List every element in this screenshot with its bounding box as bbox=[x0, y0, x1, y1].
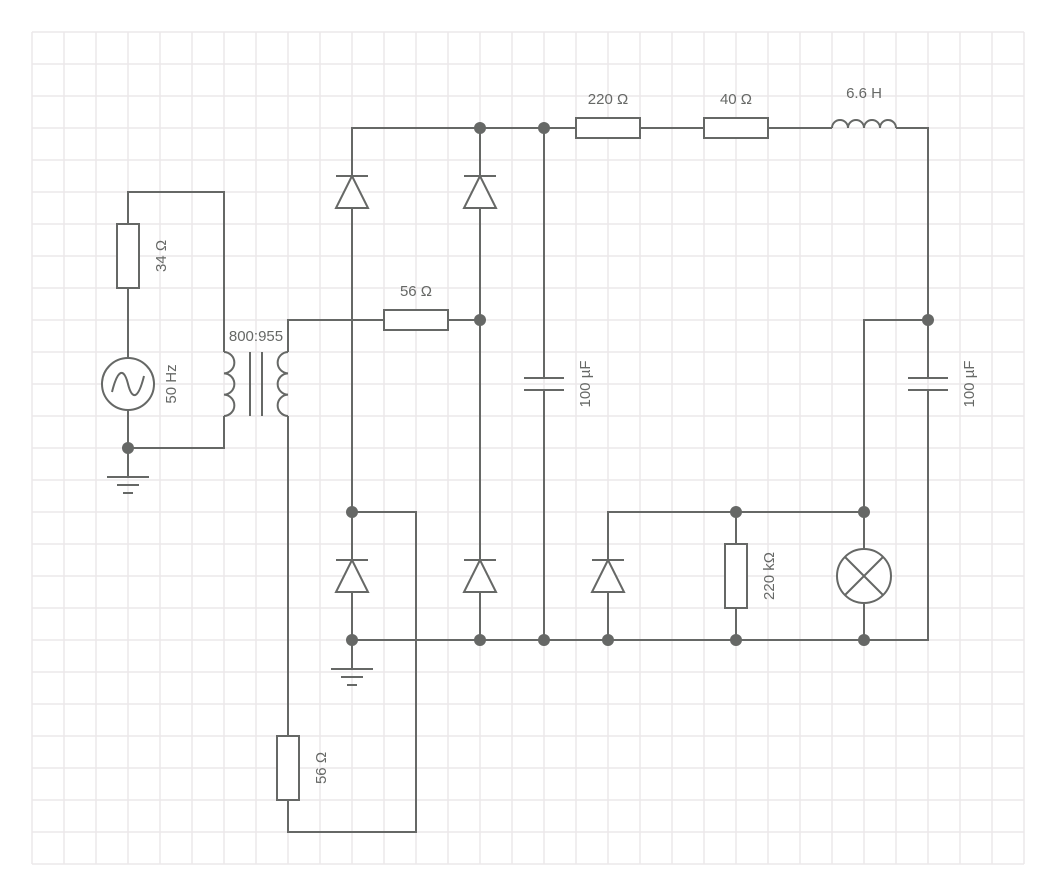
diode-load[interactable] bbox=[590, 557, 626, 593]
capacitor-left[interactable] bbox=[524, 377, 564, 391]
ground-icon bbox=[331, 668, 373, 686]
label-56-ohm-mid: 56 Ω bbox=[400, 283, 432, 300]
resistor-56-ohm-mid[interactable] bbox=[383, 309, 449, 331]
diode-bottom-right[interactable] bbox=[462, 557, 498, 593]
junction-node bbox=[346, 634, 358, 646]
junction-nodes bbox=[122, 122, 934, 646]
junction-node bbox=[538, 122, 550, 134]
junction-node bbox=[538, 634, 550, 646]
ac-source[interactable] bbox=[101, 357, 155, 411]
label-source-frequency: 50 Hz bbox=[163, 364, 180, 403]
label-inductor: 6.6 H bbox=[846, 85, 882, 102]
resistor-34-ohm[interactable] bbox=[116, 223, 140, 289]
ground-icon bbox=[107, 476, 149, 494]
label-transformer-ratio: 800:955 bbox=[229, 328, 283, 345]
grid bbox=[31, 31, 1025, 865]
diode-top-right[interactable] bbox=[462, 173, 498, 209]
junction-node bbox=[730, 634, 742, 646]
junction-node bbox=[474, 634, 486, 646]
label-220-kohm: 220 kΩ bbox=[761, 552, 778, 600]
junction-node bbox=[474, 314, 486, 326]
resistor-220-kohm[interactable] bbox=[724, 543, 748, 609]
sine-icon bbox=[111, 372, 145, 396]
transformer[interactable] bbox=[223, 351, 289, 417]
label-cap-left: 100 µF bbox=[577, 361, 594, 408]
junction-node bbox=[122, 442, 134, 454]
junction-node bbox=[346, 506, 358, 518]
label-220-ohm: 220 Ω bbox=[588, 91, 628, 108]
label-34-ohm: 34 Ω bbox=[153, 240, 170, 272]
junction-node bbox=[858, 634, 870, 646]
junction-node bbox=[922, 314, 934, 326]
diode-bottom-left[interactable] bbox=[334, 557, 370, 593]
label-40-ohm: 40 Ω bbox=[720, 91, 752, 108]
diode-top-left[interactable] bbox=[334, 173, 370, 209]
resistor-40-ohm[interactable] bbox=[703, 117, 769, 139]
junction-node bbox=[602, 634, 614, 646]
resistor-220-ohm[interactable] bbox=[575, 117, 641, 139]
label-56-ohm-bottom: 56 Ω bbox=[313, 752, 330, 784]
wires bbox=[127, 127, 929, 833]
label-cap-right: 100 µF bbox=[961, 361, 978, 408]
junction-node bbox=[858, 506, 870, 518]
capacitor-right[interactable] bbox=[908, 377, 948, 391]
resistor-56-ohm-bottom[interactable] bbox=[276, 735, 300, 801]
lamp[interactable] bbox=[836, 548, 892, 604]
junction-node bbox=[730, 506, 742, 518]
junction-node bbox=[474, 122, 486, 134]
inductor-icon[interactable] bbox=[831, 119, 897, 129]
